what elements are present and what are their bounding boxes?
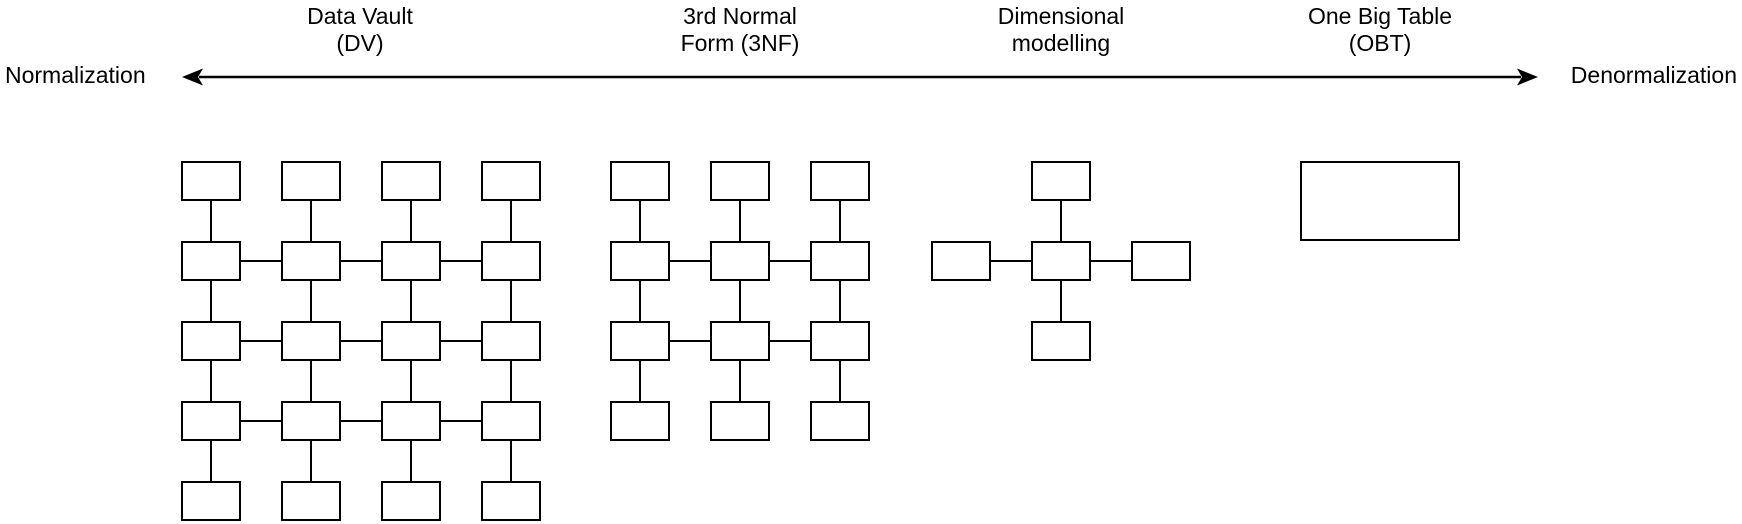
data-vault-entity-box <box>381 161 441 201</box>
third-normal-form-entity-box <box>710 161 770 201</box>
third-normal-form-entity-box <box>610 241 670 281</box>
dimensional-modelling-entity-box <box>931 241 991 281</box>
group-label-line1: Data Vault <box>307 3 413 29</box>
group-label-3nf: 3rd Normal Form (3NF) <box>681 3 800 57</box>
group-label-line1: One Big Table <box>1307 3 1453 29</box>
arrowhead-left <box>182 68 203 86</box>
data-vault-entity-box <box>281 161 341 201</box>
third-normal-form-entity-box <box>610 401 670 441</box>
data-vault-entity-box <box>481 481 541 521</box>
data-vault-entity-box <box>381 401 441 441</box>
third-normal-form-entity-box <box>810 161 870 201</box>
one-big-table-entity-box <box>1300 161 1460 241</box>
data-vault-entity-box <box>181 241 241 281</box>
data-vault-entity-box <box>181 481 241 521</box>
third-normal-form-entity-box <box>610 321 670 361</box>
data-vault-entity-box <box>381 321 441 361</box>
data-vault-entity-box <box>281 401 341 441</box>
data-vault-entity-box <box>281 481 341 521</box>
third-normal-form-entity-box <box>810 241 870 281</box>
group-label-data-vault: Data Vault (DV) <box>307 3 413 57</box>
dimensional-modelling-entity-box <box>1031 321 1091 361</box>
group-label-dimensional-modelling: Dimensional modelling <box>998 3 1125 57</box>
axis-label-denormalization: Denormalization <box>1570 62 1737 88</box>
group-label-obt: One Big Table (OBT) <box>1308 3 1452 57</box>
axis-label-normalization: Normalization <box>5 62 146 88</box>
group-label-line2: (OBT) <box>1348 30 1412 56</box>
third-normal-form-entity-box <box>810 401 870 441</box>
data-vault-entity-box <box>181 161 241 201</box>
third-normal-form-entity-box <box>710 401 770 441</box>
dimensional-modelling-entity-box <box>1131 241 1191 281</box>
arrowhead-right <box>1517 68 1538 86</box>
group-label-line1: Dimensional <box>997 3 1125 29</box>
group-label-line1: 3rd Normal <box>683 3 797 29</box>
data-vault-entity-box <box>181 321 241 361</box>
third-normal-form-entity-box <box>710 241 770 281</box>
data-vault-entity-box <box>281 241 341 281</box>
data-vault-entity-box <box>381 481 441 521</box>
data-vault-entity-box <box>481 241 541 281</box>
group-label-line2: modelling <box>1011 30 1111 56</box>
data-vault-entity-box <box>381 241 441 281</box>
third-normal-form-entity-box <box>810 321 870 361</box>
group-label-line2: Form (3NF) <box>680 30 800 56</box>
data-vault-entity-box <box>281 321 341 361</box>
dimensional-modelling-entity-box <box>1031 241 1091 281</box>
data-vault-entity-box <box>181 401 241 441</box>
group-label-line2: (DV) <box>336 30 384 56</box>
data-vault-entity-box <box>481 161 541 201</box>
dimensional-modelling-entity-box <box>1031 161 1091 201</box>
data-vault-entity-box <box>481 401 541 441</box>
third-normal-form-entity-box <box>610 161 670 201</box>
data-vault-entity-box <box>481 321 541 361</box>
third-normal-form-entity-box <box>710 321 770 361</box>
